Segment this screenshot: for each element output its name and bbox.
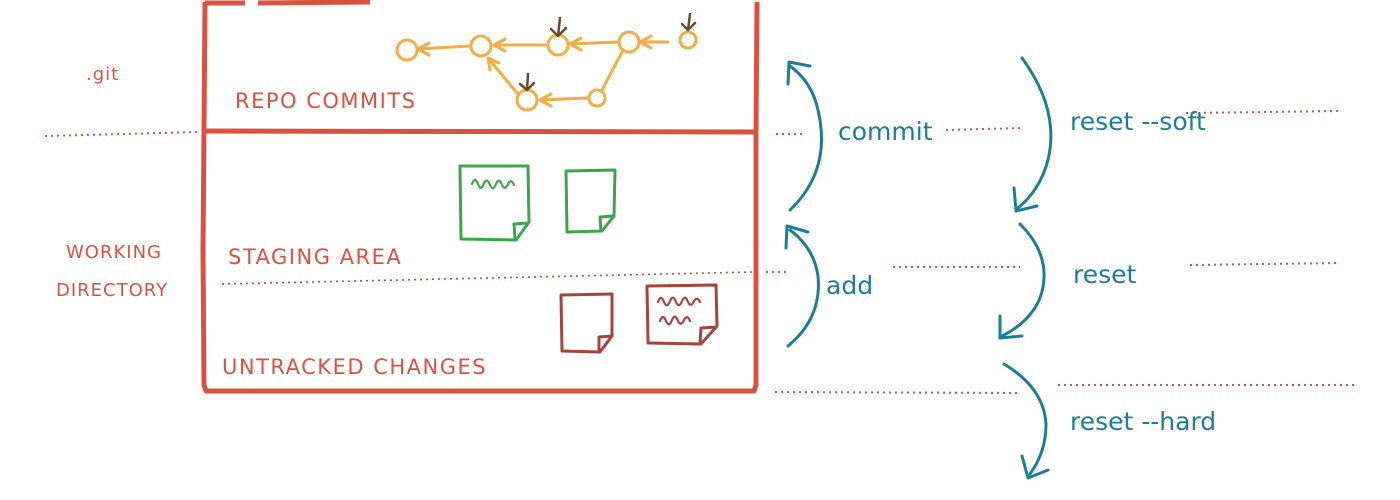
- staging-area-label: STAGING AREA: [228, 245, 402, 269]
- staging-separator-right: [1189, 262, 1341, 266]
- add-arrow-icon: [784, 224, 820, 348]
- head-marker-arrow-icon: [549, 16, 568, 38]
- frame-top-tab: [205, 0, 371, 6]
- commit-node: [469, 34, 493, 58]
- commit-node: [546, 33, 570, 57]
- commit-node: [515, 88, 539, 112]
- repo-divider: [203, 128, 757, 135]
- git-separator-left: [44, 131, 199, 137]
- commit-edge: [568, 36, 620, 52]
- commit-edge: [638, 34, 670, 50]
- repo-commits-label: REPO COMMITS: [235, 89, 417, 113]
- separator-lines: [44, 110, 1356, 394]
- staging-separator: [221, 271, 755, 285]
- reset-hard-arrow-icon: [1002, 362, 1050, 480]
- reset-soft-command-label: reset --soft: [1070, 107, 1206, 136]
- repository-frame: [200, 0, 760, 394]
- commit-node: [678, 30, 698, 50]
- untracked-changes-label: UNTRACKED CHANGES: [222, 355, 487, 379]
- commit-node: [587, 88, 607, 108]
- git-label: .git: [86, 64, 119, 85]
- add-command-label: add: [826, 271, 873, 300]
- untracked-file-document-icon: [559, 292, 614, 354]
- commit-arrow-icon: [786, 60, 823, 212]
- staged-file-document-icon: [458, 164, 531, 242]
- working-directory-label-line2: DIRECTORY: [56, 280, 168, 301]
- frame-outline: [200, 1, 760, 394]
- reset-command-label: reset: [1073, 260, 1137, 289]
- commit-edge: [538, 92, 590, 108]
- working-separator: [774, 391, 1021, 394]
- commit-edge: [486, 56, 519, 95]
- commit-graph: [395, 12, 698, 112]
- staged-file-document-icon: [564, 168, 617, 234]
- git-separator-right: [1185, 110, 1341, 114]
- commit-node: [395, 38, 419, 62]
- git-separator-commit: [945, 127, 1023, 131]
- commit-edge: [416, 41, 471, 57]
- untracked-file-document-icon: [645, 283, 719, 346]
- commit-edge: [492, 37, 549, 53]
- commit-command-label: commit: [838, 117, 933, 146]
- head-marker-arrow-icon: [680, 12, 697, 32]
- reset-arrow-icon: [998, 222, 1046, 340]
- reset-hard-command-label: reset --hard: [1070, 407, 1216, 436]
- head-marker-arrow-icon: [518, 72, 536, 92]
- commit-node: [617, 30, 641, 54]
- reset-soft-arrow-icon: [1012, 56, 1053, 213]
- working-directory-label-line1: WORKING: [66, 242, 162, 263]
- commit-edge: [600, 50, 624, 92]
